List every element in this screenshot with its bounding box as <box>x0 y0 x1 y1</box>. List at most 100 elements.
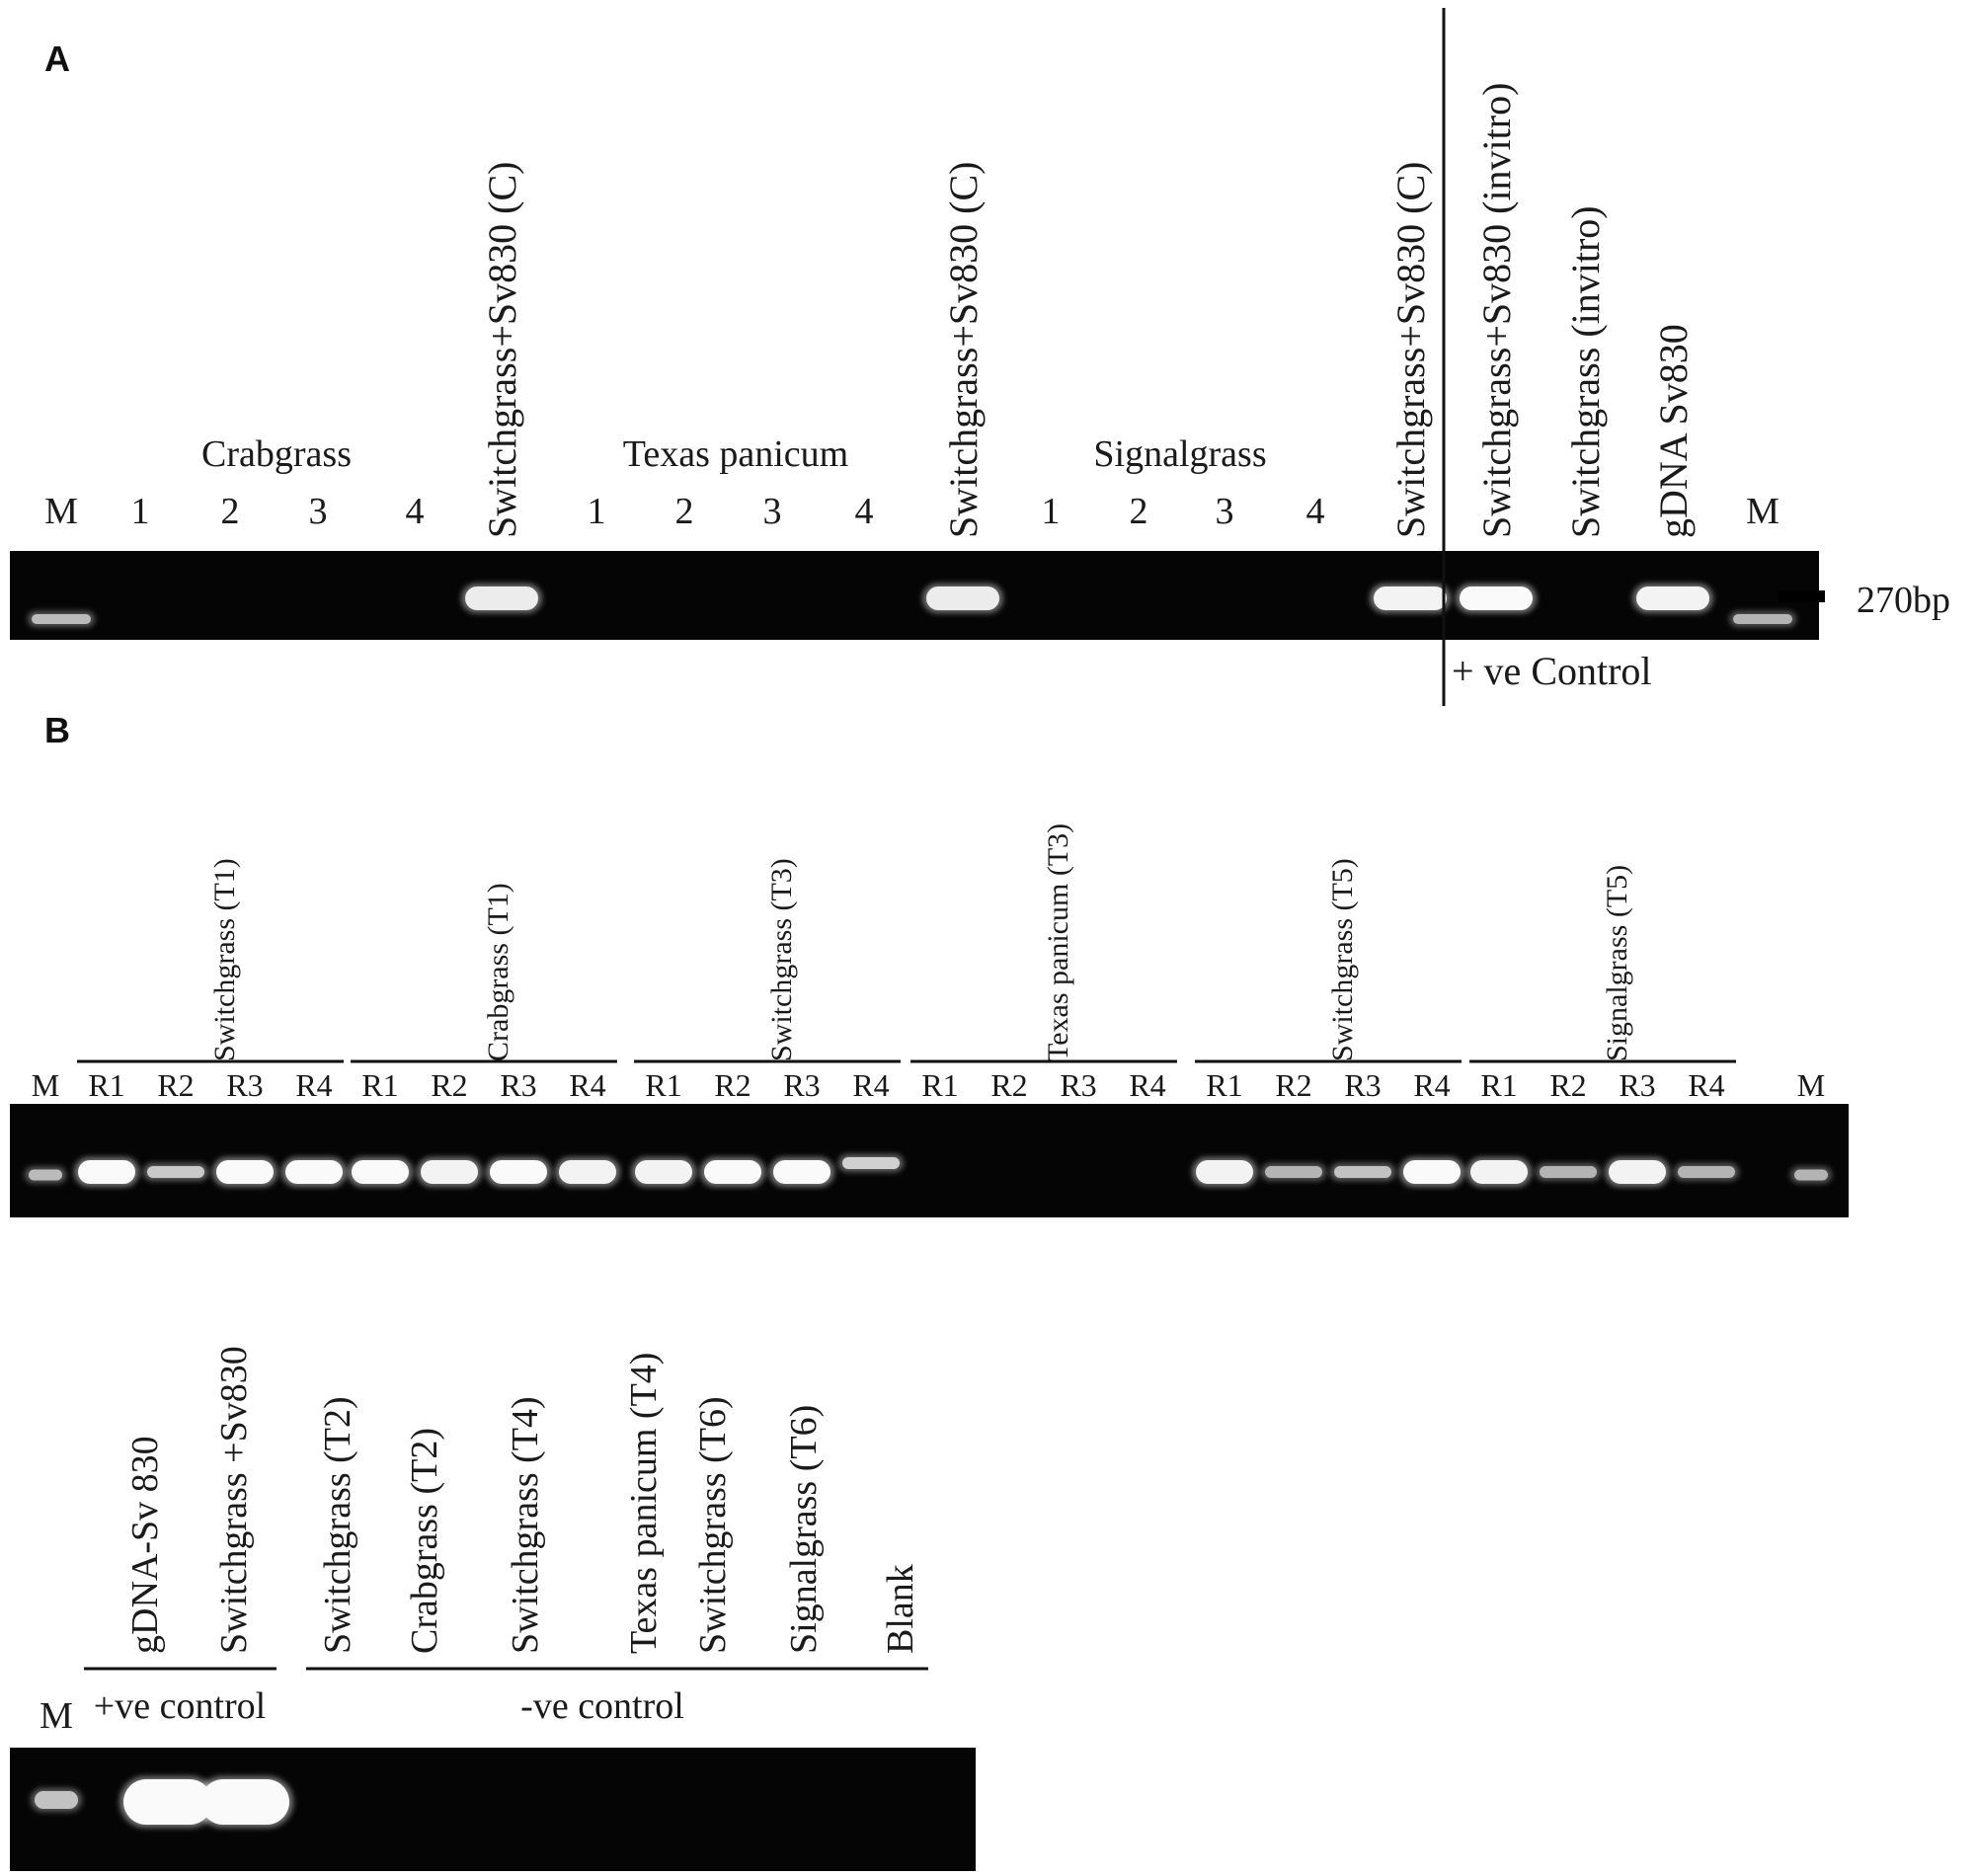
gel-band-core <box>1733 614 1792 624</box>
gel-band <box>1790 1166 1832 1184</box>
lane-label: 2 <box>1130 491 1148 532</box>
gel-band-core <box>216 1160 274 1184</box>
gel-band-core <box>1470 1160 1528 1184</box>
lane-label-rotated: Switchgrass (T1) <box>208 858 241 1061</box>
gel-band-core <box>1265 1166 1322 1178</box>
lane-label-rotated: Switchgrass+Sv830 (C) <box>480 162 524 538</box>
lane-label-rep: R3 <box>1619 1067 1655 1103</box>
lane-label-rep: R1 <box>645 1067 681 1103</box>
gel-band <box>1399 1157 1464 1187</box>
lane-label-rep: R2 <box>1275 1067 1311 1103</box>
lane-label-rotated: Switchgrass (T5) <box>1326 858 1359 1061</box>
lane-label-rotated: Switchgrass (T4) <box>505 1396 546 1654</box>
gel-band <box>197 1776 293 1828</box>
lane-label-rep: R2 <box>1549 1067 1586 1103</box>
lane-label-rep: R1 <box>921 1067 958 1103</box>
gel-band <box>486 1157 551 1187</box>
gel-band <box>1261 1163 1326 1181</box>
lane-label-rep: R1 <box>88 1067 124 1103</box>
gel-band-core <box>1196 1160 1253 1184</box>
lane-label-rep: R4 <box>852 1067 889 1103</box>
lane-label: 1 <box>1042 491 1061 532</box>
lane-label-rep: R1 <box>1206 1067 1242 1103</box>
lane-label-rotated: Switchgrass (invitro) <box>1563 205 1608 538</box>
lane-label: 3 <box>763 491 782 532</box>
lane-label-rotated: Blank <box>880 1564 921 1654</box>
gel-band-core <box>1678 1166 1735 1178</box>
gel-band-core <box>147 1166 204 1178</box>
lane-label: 4 <box>1306 491 1325 532</box>
gel-band <box>1370 584 1451 613</box>
size-marker-tick <box>1778 590 1825 602</box>
pos-control-label: +ve control <box>94 1685 266 1727</box>
gel-band <box>31 1788 82 1812</box>
lane-label: 2 <box>675 491 694 532</box>
panel-a-gel <box>10 551 1819 640</box>
lane-label-rep: R1 <box>1480 1067 1517 1103</box>
lane-label-marker: M <box>32 1067 59 1103</box>
lane-label-rotated: gDNA-Sv 830 <box>124 1436 166 1654</box>
gel-band-core <box>1403 1160 1461 1184</box>
lane-label-rep: R2 <box>714 1067 751 1103</box>
gel-band-core <box>842 1157 900 1169</box>
lane-label-rotated: Signalgrass (T6) <box>783 1405 825 1654</box>
gel-band-core <box>200 1779 289 1825</box>
lane-label: 1 <box>131 491 150 532</box>
panel-a-bands <box>28 584 1796 627</box>
lane-label-rep: R2 <box>157 1067 194 1103</box>
gel-band-core <box>773 1160 830 1184</box>
gel-band-core <box>1636 586 1709 610</box>
gel-band <box>1466 1157 1532 1187</box>
gel-band-core <box>29 1169 62 1181</box>
gel-band <box>1632 584 1713 613</box>
gel-band <box>212 1157 277 1187</box>
lane-label-rep: R2 <box>431 1067 467 1103</box>
lane-label: 4 <box>855 491 874 532</box>
gel-band <box>417 1157 482 1187</box>
panel-a-control-label: + ve Control <box>1452 649 1652 693</box>
gel-band-core <box>32 614 91 624</box>
panel-b-gel <box>10 1104 1849 1217</box>
gel-band <box>838 1154 904 1172</box>
lane-label: 4 <box>406 491 425 532</box>
lane-label: M <box>1746 491 1779 532</box>
panel-a-group-label: Signalgrass <box>1093 433 1266 475</box>
lane-label-rep: R1 <box>361 1067 398 1103</box>
lane-label: 1 <box>588 491 606 532</box>
gel-band <box>25 1166 66 1184</box>
panel-b-letter: B <box>44 710 70 750</box>
gel-band-core <box>1794 1169 1828 1181</box>
lane-label-rep: R3 <box>226 1067 263 1103</box>
gel-band <box>348 1157 413 1187</box>
gel-band-core <box>35 1791 78 1809</box>
lane-label-rep: R4 <box>295 1067 332 1103</box>
gel-band-core <box>635 1160 692 1184</box>
gel-band <box>119 1776 216 1828</box>
gel-band-core <box>559 1160 616 1184</box>
gel-band <box>922 584 1003 613</box>
gel-band <box>769 1157 834 1187</box>
lane-label-rotated: Crabgrass (T2) <box>404 1428 445 1654</box>
gel-band-core <box>1609 1160 1666 1184</box>
panel-a-group-label: Texas panicum <box>623 433 848 475</box>
lane-label-rotated: Switchgrass+Sv830 (C) <box>1388 162 1433 538</box>
lane-label-rep: R4 <box>1413 1067 1450 1103</box>
gel-band <box>143 1163 208 1181</box>
gel-band <box>1330 1163 1395 1181</box>
lane-label-rotated: Crabgrass (T1) <box>482 883 514 1061</box>
gel-band <box>700 1157 765 1187</box>
gel-band <box>1674 1163 1739 1181</box>
lane-label-rep: R4 <box>1688 1067 1724 1103</box>
lane-label-rotated: gDNA Sv830 <box>1651 324 1696 538</box>
neg-control-label: -ve control <box>520 1685 684 1727</box>
gel-band <box>555 1157 620 1187</box>
lane-label-rotated: Switchgrass (T3) <box>765 858 798 1061</box>
lane-label-rotated: Switchgrass+Sv830 (invitro) <box>1474 83 1519 538</box>
lane-label-rotated: Texas panicum (T4) <box>623 1353 665 1654</box>
lane-label-rotated: Switchgrass (T2) <box>317 1396 358 1654</box>
gel-band <box>1536 1163 1601 1181</box>
gel-band-core <box>490 1160 547 1184</box>
